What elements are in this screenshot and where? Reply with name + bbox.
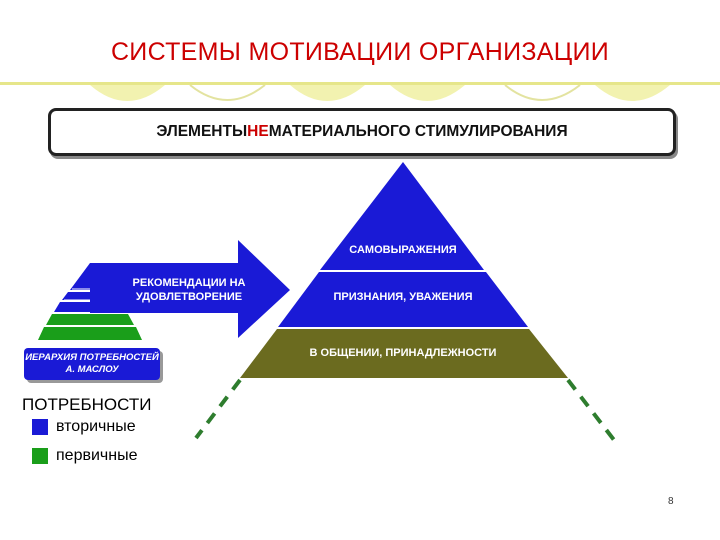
banner-prefix: ЭЛЕМЕНТЫ bbox=[156, 123, 248, 140]
legend-swatch-blue bbox=[32, 419, 48, 435]
maslow-line1: ИЕРАРХИЯ ПОТРЕБНОСТЕЙ bbox=[25, 352, 159, 363]
maslow-tier-4 bbox=[46, 314, 134, 325]
page-number: 8 bbox=[668, 496, 674, 507]
dashed-extension-left bbox=[194, 378, 242, 440]
arrow-label: РЕКОМЕНДАЦИИ НА УДОВЛЕТВОРЕНИЕ bbox=[120, 276, 258, 304]
maslow-hierarchy-label: ИЕРАРХИЯ ПОТРЕБНОСТЕЙ А. МАСЛОУ bbox=[24, 348, 160, 380]
decorative-arcs bbox=[90, 85, 670, 101]
deco-arc bbox=[290, 85, 365, 101]
banner-highlight: НЕ bbox=[247, 123, 269, 140]
pyramid-label-top: САМОВЫРАЖЕНИЯ bbox=[349, 244, 457, 256]
title-divider bbox=[0, 82, 720, 85]
dashed-extension-right bbox=[566, 378, 616, 442]
pyramid-label-bottom: В ОБЩЕНИИ, ПРИНАДЛЕЖНОСТИ bbox=[309, 347, 497, 359]
deco-arc bbox=[189, 85, 266, 101]
legend-title: ПОТРЕБНОСТИ bbox=[22, 395, 152, 414]
legend-swatch-green bbox=[32, 448, 48, 464]
legend-label: вторичные bbox=[56, 418, 136, 435]
pyramid-label-middle: ПРИЗНАНИЯ, УВАЖЕНИЯ bbox=[333, 291, 473, 303]
deco-arc bbox=[90, 85, 165, 101]
recommendation-arrow bbox=[90, 240, 290, 338]
pyramid-level-top bbox=[320, 162, 484, 270]
deco-arc bbox=[390, 85, 465, 101]
legend-item-primary: первичные bbox=[32, 447, 137, 465]
deco-arc bbox=[595, 85, 670, 101]
pyramid-level-bottom bbox=[240, 329, 568, 378]
pyramid-level-middle bbox=[278, 272, 528, 327]
legend-item-secondary: вторичные bbox=[32, 418, 136, 436]
arrow-label-line2: УДОВЛЕТВОРЕНИЕ bbox=[135, 291, 243, 303]
maslow-line2: А. МАСЛОУ bbox=[65, 364, 119, 375]
maslow-tier-5 bbox=[38, 327, 142, 340]
banner-suffix: МАТЕРИАЛЬНОГО СТИМУЛИРОВАНИЯ bbox=[268, 123, 568, 140]
deco-arc bbox=[504, 85, 581, 101]
slide-title: СИСТЕМЫ МОТИВАЦИИ ОРГАНИЗАЦИИ bbox=[110, 38, 610, 66]
arrow-label-line1: РЕКОМЕНДАЦИИ НА bbox=[132, 277, 246, 289]
legend-label: первичные bbox=[56, 447, 138, 464]
